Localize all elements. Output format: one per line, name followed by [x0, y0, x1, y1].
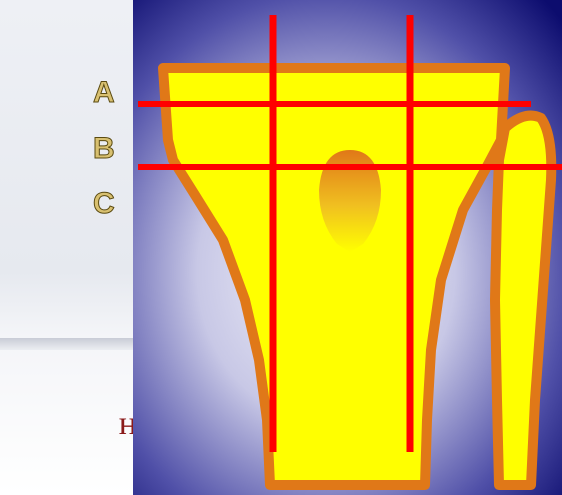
label-c: C — [93, 187, 115, 220]
slide-text-fragment: н — [0, 404, 137, 444]
implant-diagram-panel: A B C — [133, 0, 562, 495]
implant-diagram: A B C — [133, 0, 562, 495]
label-a: A — [93, 76, 115, 109]
slide-divider-band — [0, 338, 140, 350]
label-b: B — [93, 132, 115, 165]
